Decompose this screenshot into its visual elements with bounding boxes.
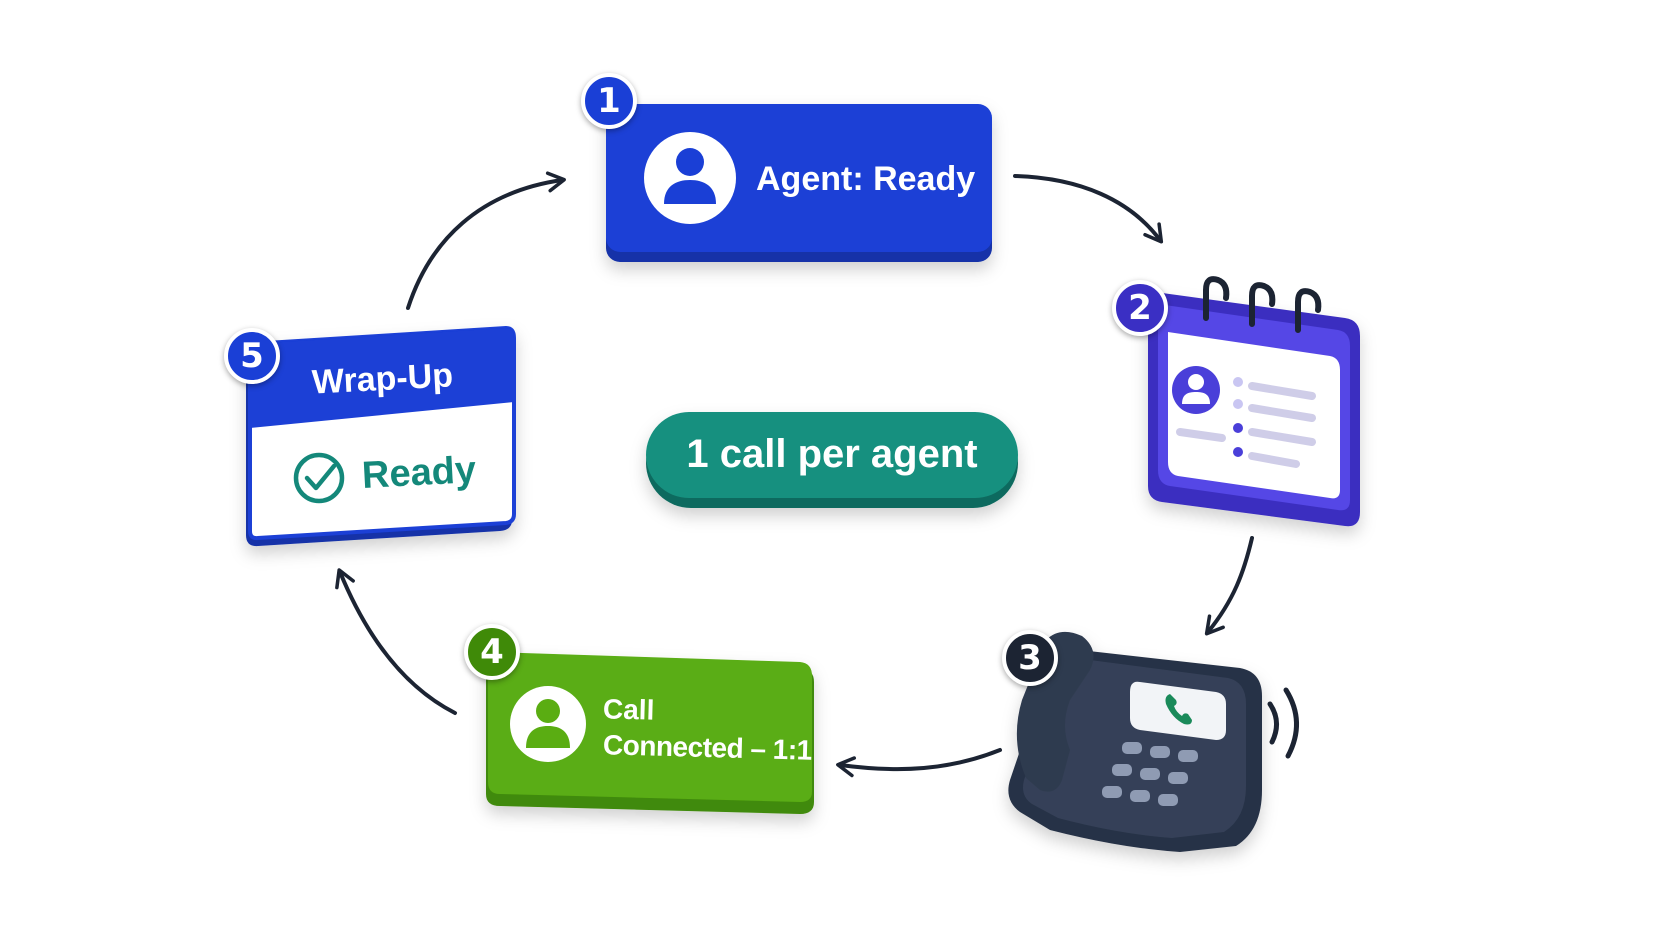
step-5-status: Ready bbox=[360, 449, 478, 497]
arrow-1-to-2 bbox=[1013, 174, 1164, 244]
sound-waves-icon bbox=[1267, 687, 1299, 759]
arrow-4-to-5 bbox=[335, 568, 457, 715]
arrow-2-to-3 bbox=[1204, 536, 1254, 636]
step-4-badge: 4 bbox=[464, 624, 520, 680]
check-circle-icon bbox=[293, 452, 345, 504]
calendar-rings bbox=[1203, 276, 1322, 333]
flow-arrows bbox=[335, 171, 1254, 778]
step-1-label: Agent: Ready bbox=[756, 160, 976, 198]
arrow-3-to-4 bbox=[836, 748, 1002, 778]
step-5-badge: 5 bbox=[224, 328, 280, 384]
step-4-label-line2: Connected – 1:1 bbox=[602, 729, 813, 766]
center-pill bbox=[646, 412, 1018, 508]
user-avatar-icon bbox=[644, 132, 736, 224]
step-1-badge: 1 bbox=[581, 73, 637, 129]
step-5-title: Wrap-Up bbox=[311, 356, 454, 402]
center-pill-label: 1 call per agent bbox=[686, 432, 978, 476]
desk-phone-icon bbox=[1008, 631, 1262, 852]
step-3-badge: 3 bbox=[1002, 630, 1058, 686]
phone-receiver-icon bbox=[1165, 694, 1192, 725]
step-4-card bbox=[486, 652, 814, 814]
step-2-badge: 2 bbox=[1112, 280, 1168, 336]
user-avatar-icon bbox=[510, 686, 586, 762]
step-5-card bbox=[246, 325, 516, 547]
calendar-contact-icon bbox=[1172, 366, 1316, 468]
arrow-5-to-1 bbox=[406, 171, 566, 310]
step-4-label-line1: Call bbox=[602, 693, 655, 726]
